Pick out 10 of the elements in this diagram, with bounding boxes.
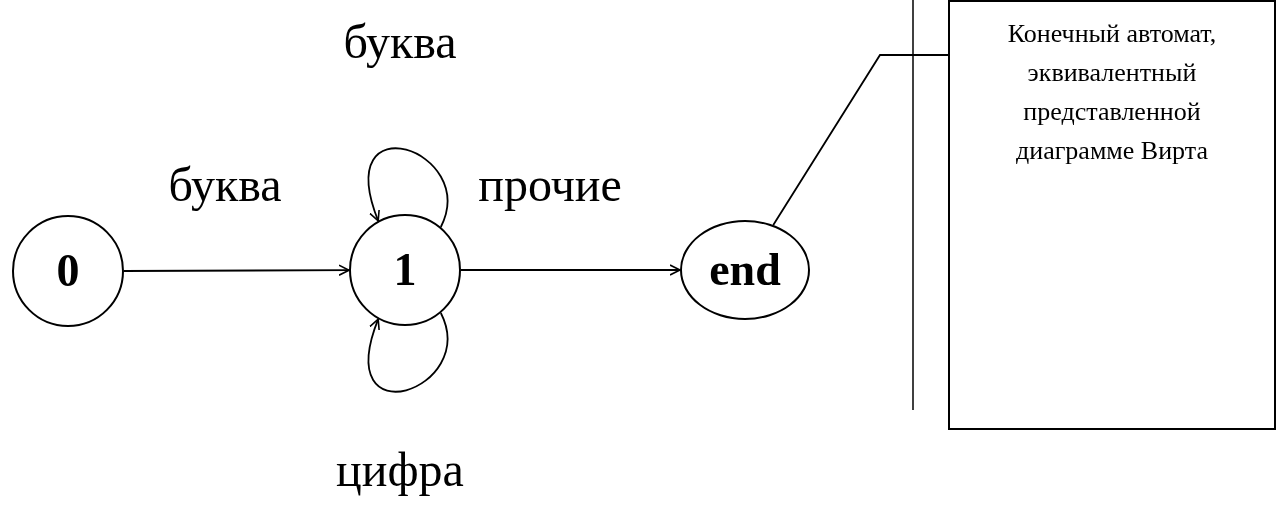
arrow: [460, 264, 681, 276]
leader-line: [772, 54, 949, 226]
state-label: 0: [56, 248, 80, 294]
loop-arrow: [367, 312, 448, 393]
state-label: 1: [393, 247, 417, 293]
loop-arrow: [367, 147, 448, 228]
arrow: [123, 264, 350, 276]
note-box: [948, 0, 1276, 430]
state-label: end: [709, 247, 781, 293]
note-text: Конечный автомат, эквивалентный представленной диаграмме Вирта: [1006, 18, 1218, 167]
